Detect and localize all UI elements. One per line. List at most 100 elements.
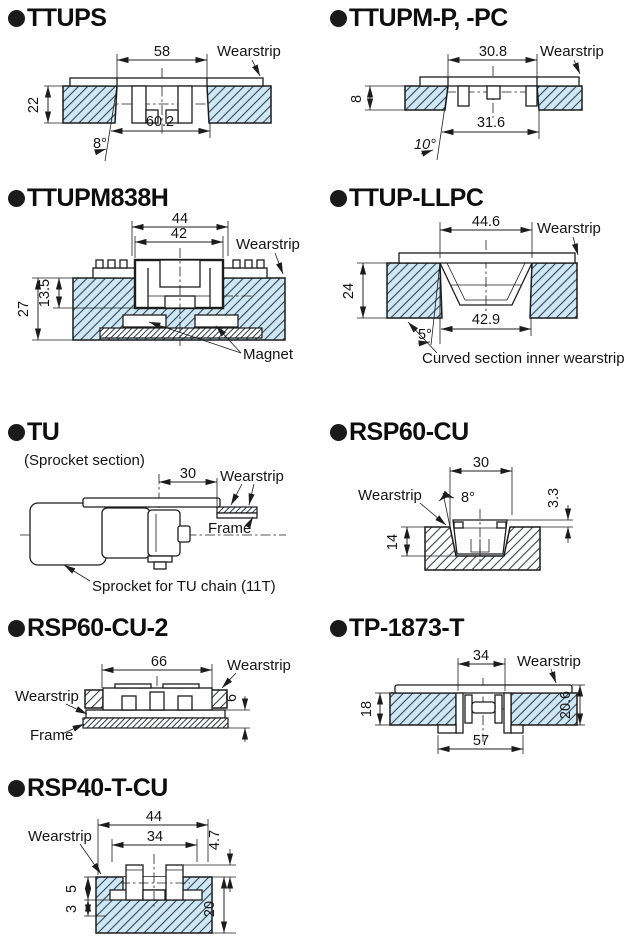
angle-callout: 5°	[418, 327, 432, 347]
section-title: TP-1873-T	[349, 614, 464, 642]
rsp60-cu-2-drawing: 66 6 Wearstrip Wearstrip Frame	[15, 654, 291, 744]
dim-66: 66	[151, 654, 167, 670]
rsp60-cu-drawing: 30 8° 3.3 14 Wearstrip	[358, 455, 573, 571]
dim-27: 27	[16, 301, 32, 317]
bullet-icon	[330, 620, 347, 637]
dim-right-height: 20.6	[558, 684, 585, 726]
wearstrip-label: Wearstrip	[358, 487, 422, 504]
wearstrip-label: Wearstrip	[236, 236, 300, 253]
section-ttupm838h: TTUPM838H	[8, 184, 169, 213]
dim-13-5: 13.5	[37, 279, 53, 307]
dim-34: 34	[147, 829, 163, 845]
ttups-drawing: 58 60.2 22 8° Wearstrip	[26, 43, 281, 162]
wearstrip-callout: Wearstrip	[358, 487, 447, 526]
section-title: RSP60-CU	[349, 418, 469, 446]
dim-top-width: 34	[457, 648, 506, 691]
frame-callout: Frame	[30, 723, 85, 744]
wearstrip-left-callout: Wearstrip	[15, 688, 88, 715]
dim-8: 8	[349, 95, 365, 103]
dim-angle: 10°	[414, 137, 436, 153]
rsp40-t-cu-drawing: 44 34 4.7 5 3 20 Wearstrip	[28, 809, 236, 934]
dim-bottom-width: 60.2	[104, 85, 211, 162]
ttupm838h-drawing: 44 42 13.5 27 Wearstrip Magnet	[16, 211, 300, 363]
section-title: TTUPM838H	[27, 184, 169, 212]
bullet-icon	[8, 424, 25, 441]
wearstrip-profile	[102, 683, 213, 711]
centerlines	[120, 854, 190, 908]
section-tp-1873-t: TP-1873-T	[330, 614, 464, 643]
dim-lip: 3.3	[507, 488, 573, 543]
wearstrip-callout: Wearstrip	[236, 236, 300, 275]
wearstrip-profile	[69, 77, 264, 124]
curved-wearstrip-label: Curved section inner wearstrip	[422, 350, 625, 367]
section-heading: TU	[8, 418, 60, 447]
curved-wearstrip-callout: Curved section inner wearstrip	[407, 321, 625, 367]
section-title: RSP40-T-CU	[27, 774, 168, 802]
dim-bottom-width: 42.9	[430, 262, 532, 346]
centerlines	[179, 248, 252, 346]
dim-22: 22	[26, 97, 42, 113]
dim-inner-width: 42	[134, 226, 224, 258]
sprocket-label: Sprocket for TU chain (11T)	[92, 578, 276, 595]
frame-blocks	[404, 85, 583, 111]
tu-drawing: 30 Wearstrip Frame Sprocket for TU chain…	[20, 466, 286, 595]
section-rsp40-t-cu: RSP40-T-CU	[8, 774, 168, 803]
dim-angle: 8°	[461, 490, 475, 506]
dim-60-2: 60.2	[146, 114, 174, 130]
section-heading: TTUPM838H	[8, 184, 169, 213]
dim-outer-width: 44	[131, 211, 229, 256]
dim-44-6: 44.6	[472, 214, 500, 230]
section-rsp60-cu-2: RSP60-CU-2	[8, 614, 168, 643]
dim-14: 14	[385, 534, 401, 550]
dim-42: 42	[171, 226, 187, 242]
dim-depth: 14	[385, 526, 456, 557]
angle-callout: 8°	[93, 136, 107, 156]
dim-height: 22	[26, 85, 63, 124]
section-ttups: TTUPS	[8, 4, 107, 33]
wearstrip-top-callout: Wearstrip	[221, 657, 291, 689]
section-heading: RSP40-T-CU	[8, 774, 168, 803]
wearstrip-bar	[216, 506, 258, 519]
dim-30: 30	[473, 455, 489, 471]
dim-angle: 5°	[418, 327, 432, 343]
sprocket-hub	[147, 509, 191, 570]
frame-label: Frame	[30, 727, 73, 744]
wearstrip-label: Wearstrip	[227, 657, 291, 674]
frame-callout: Frame	[208, 516, 254, 537]
dim-3-3: 3.3	[546, 488, 562, 508]
dim-height: 6	[224, 694, 250, 742]
dim-20: 20	[202, 901, 218, 917]
dim-gap: 3	[64, 900, 106, 917]
wearstrip-label: Wearstrip	[217, 43, 281, 60]
dim-left-height: 18	[359, 692, 390, 726]
wearstrip-label: Wearstrip	[537, 220, 601, 237]
dim-30-8: 30.8	[479, 44, 507, 60]
dim-34: 34	[473, 648, 489, 664]
bullet-icon	[330, 190, 347, 207]
dim-24: 24	[341, 283, 357, 299]
tp-1873-t-drawing: 34 57 18 20.6 Wearstrip	[359, 648, 585, 754]
wearstrip-label: Wearstrip	[28, 828, 92, 845]
wearstrip-label: Wearstrip	[220, 468, 284, 485]
dim-58: 58	[154, 44, 170, 60]
section-heading: TTUPM-P, -PC	[330, 4, 508, 33]
dim-height: 27	[16, 278, 73, 341]
chain-body	[29, 502, 151, 566]
section-ttupm-p: TTUPM-P, -PC	[330, 4, 508, 33]
section-heading: RSP60-CU	[330, 418, 469, 447]
magnet-label: Magnet	[243, 346, 294, 363]
section-title: RSP60-CU-2	[27, 614, 168, 642]
dim-18: 18	[359, 701, 375, 717]
dim-width: 30	[159, 466, 218, 506]
wearstrip-label: Wearstrip	[540, 43, 604, 60]
section-heading: RSP60-CU-2	[8, 614, 168, 643]
wearstrip-label: Wearstrip	[15, 688, 79, 705]
section-tu: TU	[8, 418, 60, 447]
wearstrip-callout: Wearstrip	[517, 653, 581, 684]
wearstrip-callout: Wearstrip	[28, 828, 102, 875]
ttup-llpc-drawing: 44.6 42.9 24 5° Wearstrip Curved section…	[341, 214, 625, 367]
section-heading: TTUPS	[8, 4, 107, 33]
dim-31-6: 31.6	[477, 115, 505, 131]
dim-outer-width: 44	[97, 809, 209, 875]
